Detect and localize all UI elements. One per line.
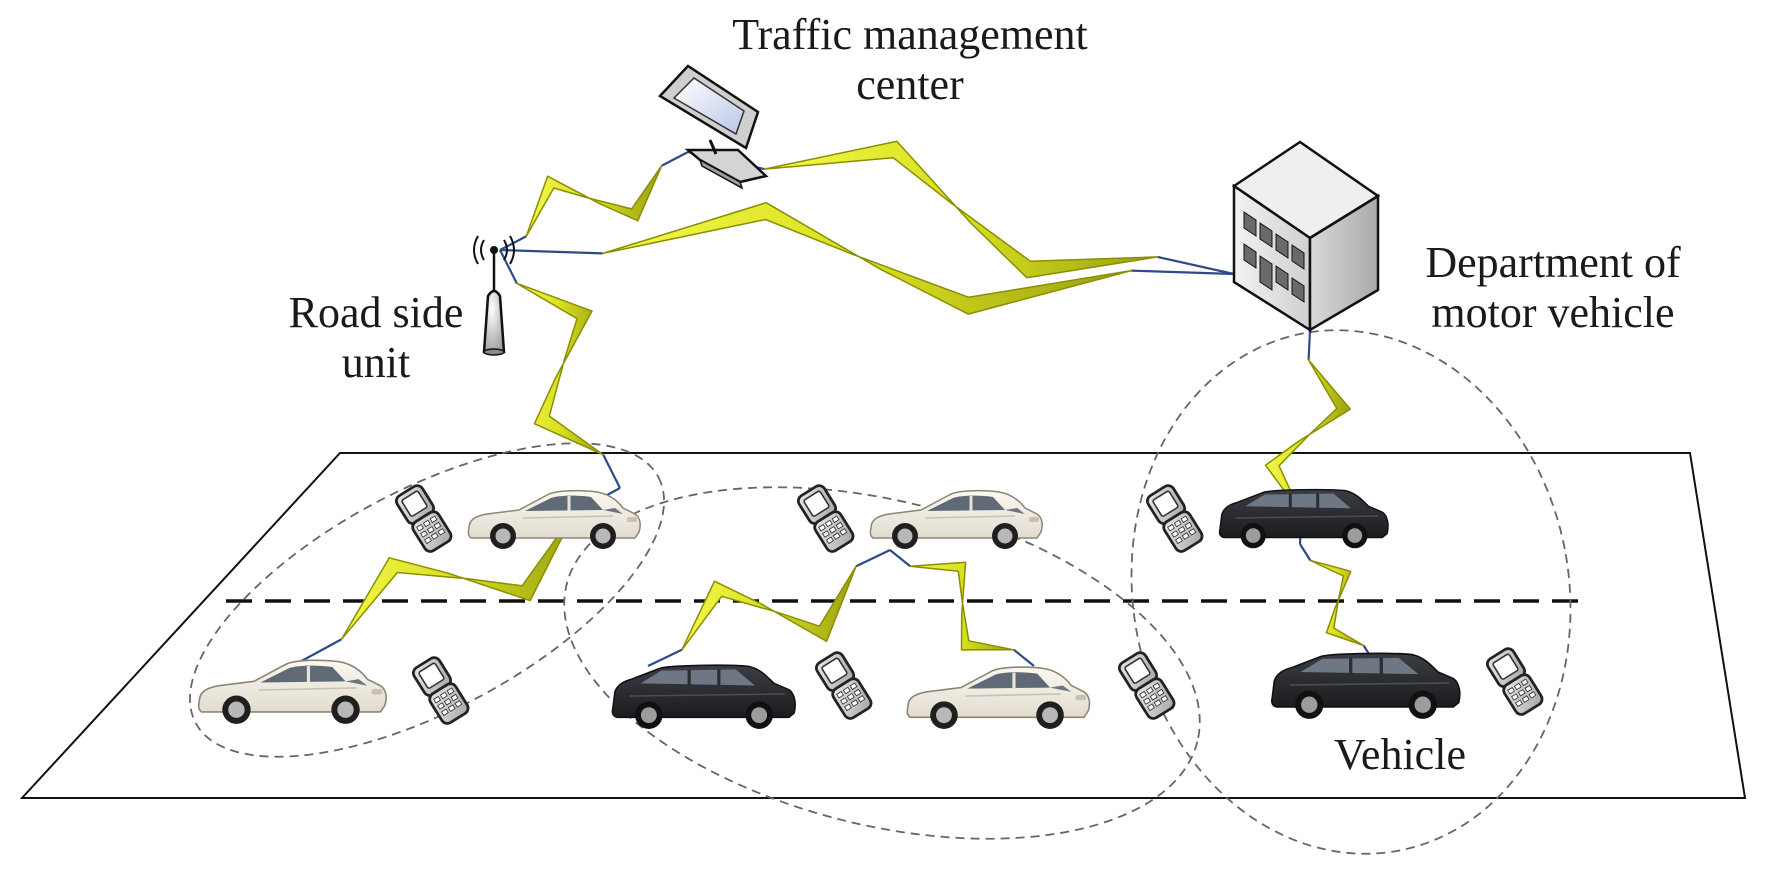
- link-line: [499, 249, 518, 284]
- link-line: [647, 648, 683, 667]
- lightning-link-icon: [681, 565, 857, 651]
- lightning-link-icon: [525, 164, 663, 238]
- computer-monitor-icon: [658, 64, 769, 190]
- department-label-line-2: motor vehicle: [1431, 288, 1675, 337]
- lightning-link-icon: [340, 511, 576, 641]
- traffic-center-label: Traffic management center: [680, 10, 1140, 110]
- department-label: Department of motor vehicle: [1388, 238, 1718, 338]
- link-line: [1013, 648, 1035, 667]
- lightning-link-icon: [516, 282, 604, 456]
- lightning-link-icon: [763, 140, 1159, 279]
- link-line: [295, 638, 342, 665]
- link-line: [1299, 543, 1312, 562]
- antenna-tower-icon: [473, 235, 515, 356]
- road-side-unit-label: Road side unit: [266, 288, 486, 388]
- cluster-ellipse-center: [563, 486, 1201, 840]
- link-line: [661, 151, 689, 167]
- link-line: [1131, 269, 1235, 276]
- link-line: [1307, 329, 1312, 361]
- link-line: [499, 248, 603, 255]
- traffic-center-label-line-1: Traffic management: [732, 10, 1088, 59]
- link-line: [602, 454, 621, 489]
- road-side-unit-label-line-1: Road side: [288, 288, 464, 337]
- office-building-icon: [1231, 140, 1381, 333]
- link-line: [889, 549, 911, 568]
- link-line: [1157, 255, 1235, 276]
- cluster-ellipse-right: [1130, 329, 1572, 855]
- link-line: [855, 549, 891, 568]
- vehicle-label: Vehicle: [1300, 730, 1500, 780]
- vehicle-label-text: Vehicle: [1334, 730, 1466, 779]
- road-side-unit-label-line-2: unit: [341, 338, 411, 387]
- lightning-link-icon: [909, 561, 1015, 651]
- lightning-link-icon: [602, 201, 1132, 315]
- lightning-link-icon: [1309, 559, 1365, 647]
- cluster-ellipse-left: [189, 442, 665, 758]
- department-label-line-1: Department of: [1425, 238, 1681, 287]
- traffic-center-label-line-2: center: [856, 60, 964, 109]
